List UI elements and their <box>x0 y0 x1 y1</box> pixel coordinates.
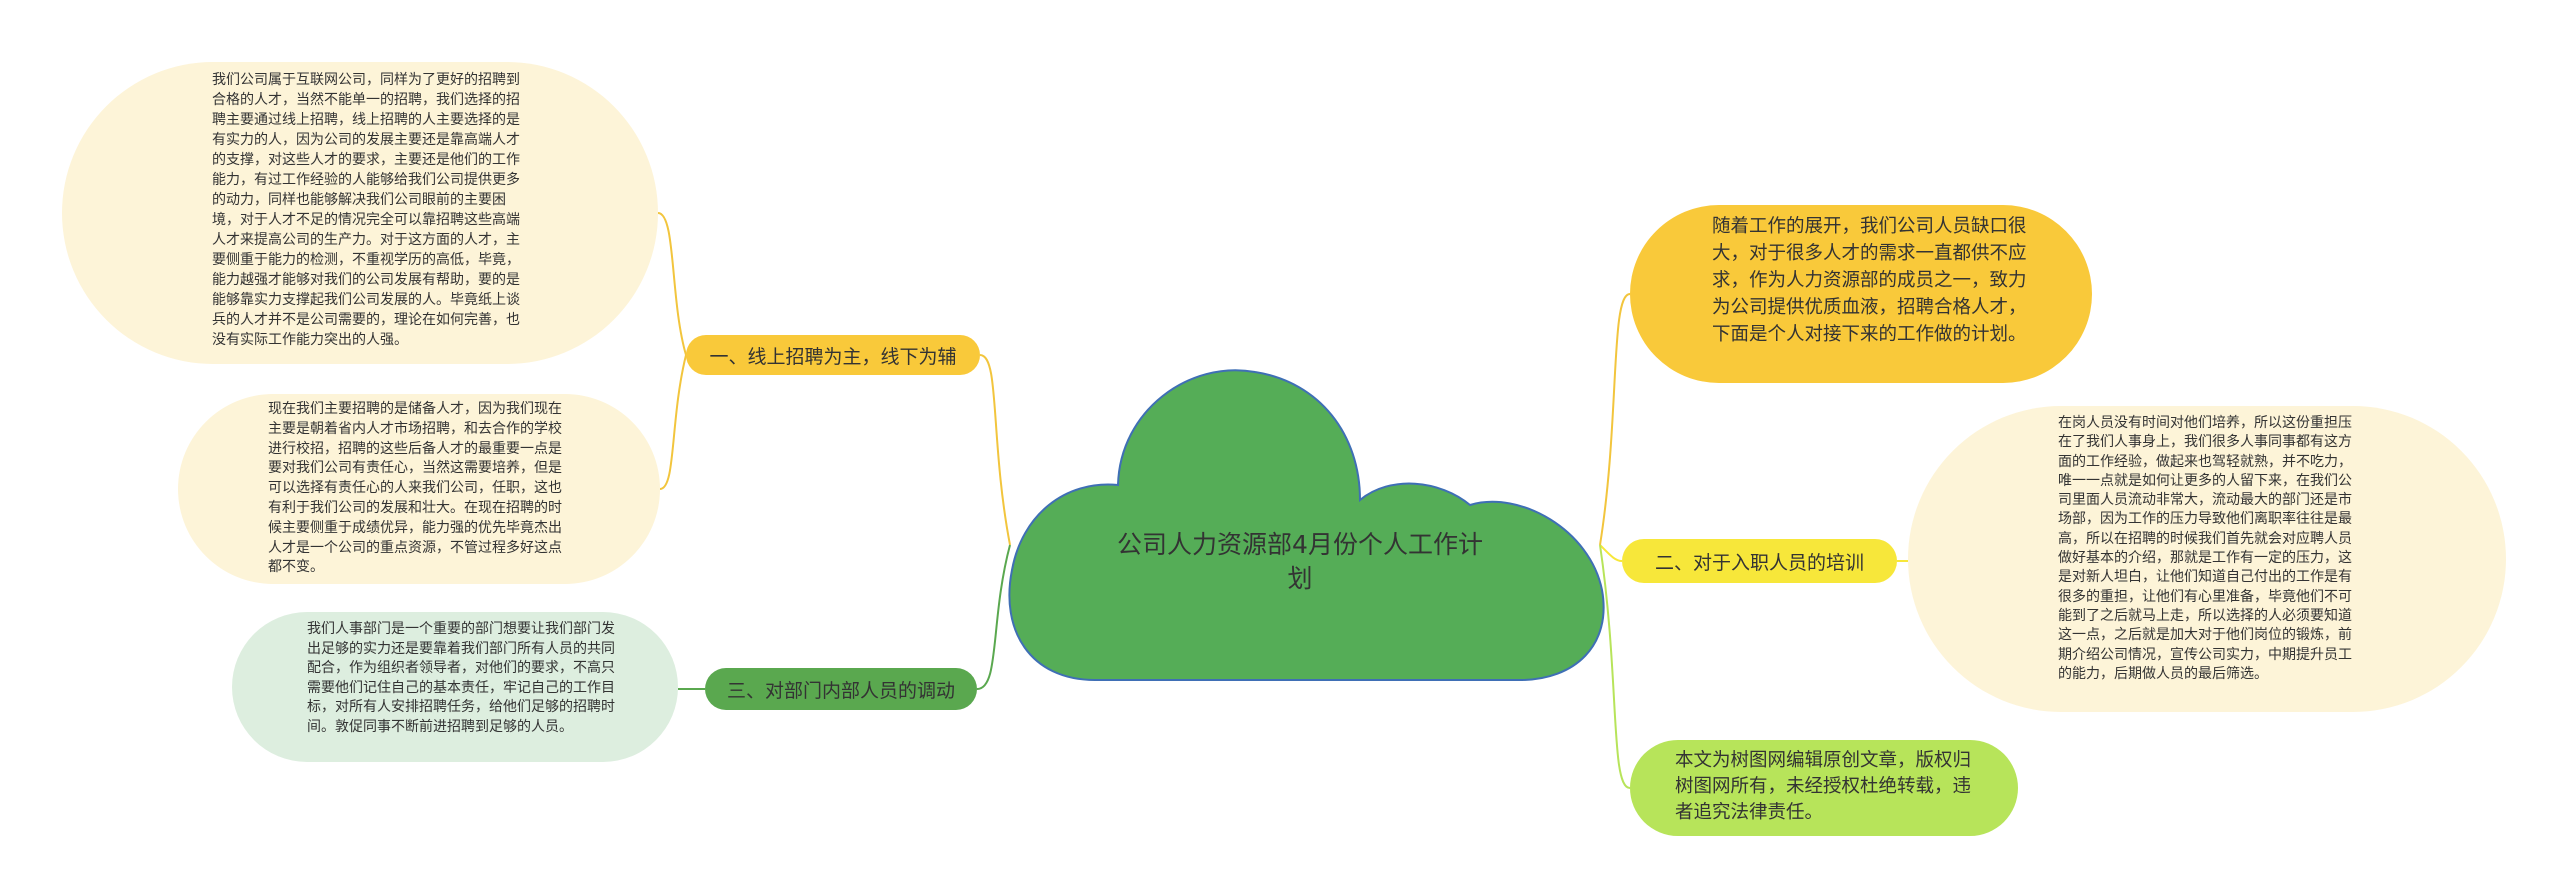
topic-online-recruiting[interactable]: 一、线上招聘为主，线下为辅 <box>686 335 980 375</box>
connector-center-t1 <box>979 354 1011 546</box>
connector-t1-l1 <box>657 212 687 356</box>
leaf-department-coordination-detail[interactable]: 我们人事部门是一个重要的部门想要让我们部门发出足够的实力还是要靠着我们部门所有人… <box>232 612 678 762</box>
leaf-text: 现在我们主要招聘的是储备人才，因为我们现在主要是朝着省内人才市场招聘，和去合作的… <box>268 401 562 576</box>
center-cloud <box>1008 369 1605 681</box>
leaf-text: 我们人事部门是一个重要的部门想要让我们部门发出足够的实力还是要靠着我们部门所有人… <box>307 621 615 735</box>
leaf-training-detail[interactable]: 在岗人员没有时间对他们培养，所以这份重担压在了我们人事身上，我们很多人事同事都有… <box>1908 406 2506 712</box>
connector-center-t2 <box>1599 544 1623 562</box>
connector-center-r1 <box>1599 293 1631 546</box>
connector-center-r3 <box>1599 544 1631 789</box>
leaf-copyright-notice[interactable]: 本文为树图网编辑原创文章，版权归树图网所有，未经授权杜绝转载，违者追究法律责任。 <box>1630 740 2018 836</box>
leaf-text: 在岗人员没有时间对他们培养，所以这份重担压在了我们人事身上，我们很多人事同事都有… <box>2058 415 2352 682</box>
leaf-online-recruiting-detail[interactable]: 我们公司属于互联网公司，同样为了更好的招聘到合格的人才，当然不能单一的招聘，我们… <box>62 62 658 364</box>
leaf-text: 本文为树图网编辑原创文章，版权归树图网所有，未经授权杜绝转载，违者追究法律责任。 <box>1675 750 1972 823</box>
topic-internal-transfer[interactable]: 三、对部门内部人员的调动 <box>705 668 977 710</box>
leaf-text: 我们公司属于互联网公司，同样为了更好的招聘到合格的人才，当然不能单一的招聘，我们… <box>212 72 520 348</box>
leaf-intro-summary[interactable]: 随着工作的展开，我们公司人员缺口很大，对于很多人才的需求一直都供不应求，作为人力… <box>1630 205 2092 383</box>
topic-onboarding-training[interactable]: 二、对于入职人员的培训 <box>1622 539 1897 583</box>
connector-center-t3 <box>976 544 1011 690</box>
leaf-reserve-talent-detail[interactable]: 现在我们主要招聘的是储备人才，因为我们现在主要是朝着省内人才市场招聘，和去合作的… <box>178 394 660 584</box>
connector-t1-l2 <box>659 354 687 490</box>
leaf-text: 随着工作的展开，我们公司人员缺口很大，对于很多人才的需求一直都供不应求，作为人力… <box>1712 216 2027 345</box>
central-topic-title: 公司人力资源部4月份个人工作计划 <box>1117 530 1483 593</box>
